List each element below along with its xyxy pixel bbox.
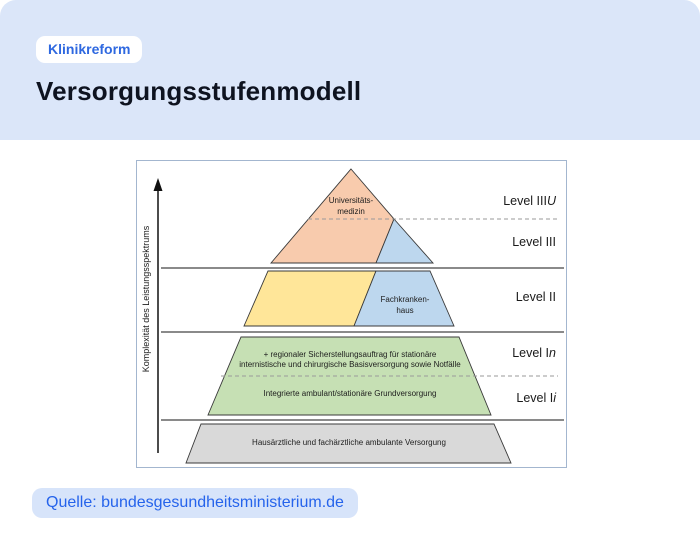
axis-arrow-head-icon	[153, 178, 163, 191]
level-1i-label: Integrierte ambulant/stationäre Grundver…	[263, 389, 437, 398]
level-2-left-region	[243, 270, 377, 327]
level-label-2-base: Level II	[515, 290, 556, 304]
level-label-3: Level III	[436, 235, 556, 249]
header-banner: Klinikreform Versorgungsstufenmodell	[0, 0, 700, 140]
level-label-3-base: Level III	[512, 235, 556, 249]
level-1n-label: + regionaler Sicherstellungsauftrag für …	[239, 350, 461, 369]
level-label-1i: Level Ii	[436, 391, 556, 405]
outpatient-care-label: Hausärztliche und fachärztliche ambulant…	[252, 438, 446, 447]
outpatient-care-region	[185, 423, 512, 464]
page-title: Versorgungsstufenmodell	[36, 76, 362, 106]
topic-badge: Klinikreform	[36, 36, 143, 63]
level-label-3u-base: Level III	[503, 194, 547, 208]
source-link[interactable]: Quelle: bundesgesundheitsministerium.de	[32, 488, 358, 518]
level-label-3u: Level IIIU	[436, 194, 556, 208]
specialist-hospital-region	[353, 270, 455, 327]
level-label-1i-base: Level I	[516, 391, 554, 405]
level-label-2: Level II	[436, 290, 556, 304]
pyramid-diagram: Komplexität des Leistungsspektrums Unive…	[136, 160, 567, 468]
pyramid-svg	[153, 168, 564, 464]
specialist-hospital-tip-region	[375, 218, 435, 264]
level-label-1i-suffix: i	[553, 391, 556, 405]
level-label-3u-suffix: U	[546, 194, 556, 208]
level-label-1n: Level In	[436, 346, 556, 360]
level-label-1n-base: Level I	[512, 346, 550, 360]
university-medicine-label: Universitäts- medizin	[328, 196, 374, 216]
level-label-1n-suffix: n	[549, 346, 556, 360]
specialist-hospital-label: Fachkranken- haus	[380, 295, 430, 315]
axis-label: Komplexität des Leistungsspektrums	[141, 225, 151, 373]
